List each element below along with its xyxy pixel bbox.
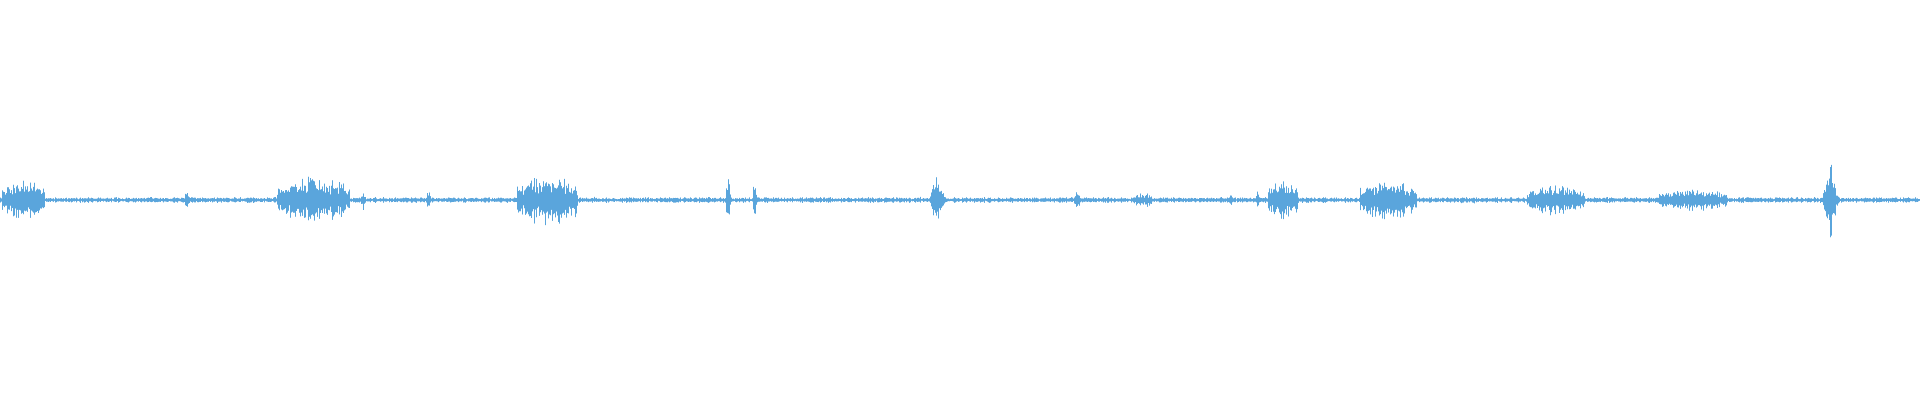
waveform-signal — [0, 164, 1920, 238]
